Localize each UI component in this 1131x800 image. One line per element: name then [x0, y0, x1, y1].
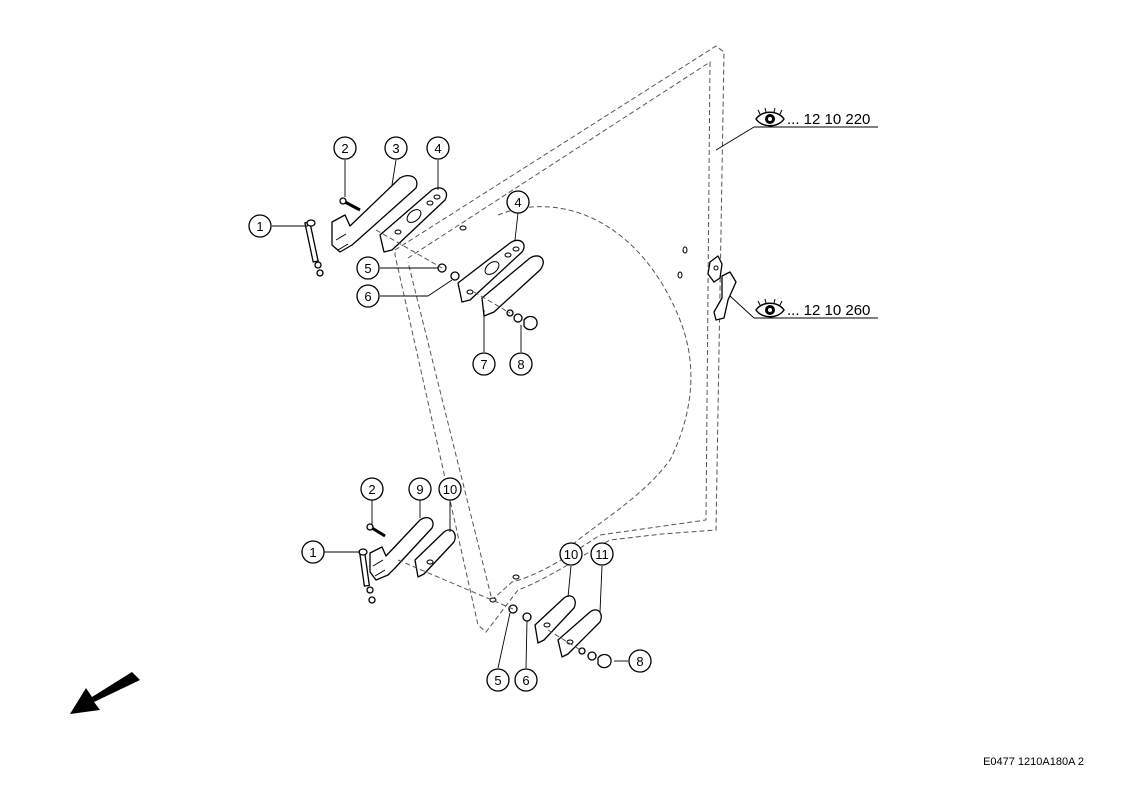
leader-lines: [272, 126, 878, 669]
callout: 4: [506, 190, 530, 214]
callout-number: 5: [494, 673, 501, 688]
callout-number: 7: [480, 357, 487, 372]
callout: 6: [514, 668, 538, 692]
door-latch-detail: [707, 255, 737, 321]
hinge-pin-upper: [304, 219, 324, 277]
arrow-down-left-icon: [70, 672, 140, 714]
plate-10-right: [534, 595, 576, 644]
callout: 2: [360, 477, 384, 501]
hinge-bracket-9: [369, 516, 434, 581]
callout-number: 2: [368, 482, 375, 497]
callout-number: 11: [595, 547, 609, 562]
callout: 3: [384, 136, 408, 160]
callout-number: 10: [443, 482, 457, 497]
callout-number: 8: [636, 654, 643, 669]
callout: 6: [356, 284, 380, 308]
callout-number: 6: [522, 673, 529, 688]
callout: 8: [509, 352, 533, 376]
callout-number: 9: [416, 482, 423, 497]
washer-6-lower: [522, 612, 532, 622]
callouts: 1 2 3 4 4 5 6 7 8 1 2 9 10 10 11 5 6 8: [248, 136, 652, 692]
callout: 9: [408, 477, 432, 501]
cross-reference-lower: ... 12 10 260: [755, 298, 870, 319]
screw-lower: [366, 523, 386, 538]
callout: 8: [628, 649, 652, 673]
plate-10-left: [414, 529, 456, 578]
callout-number: 4: [514, 195, 521, 210]
cross-reference-upper: ... 12 10 220: [755, 107, 870, 128]
callout: 1: [248, 214, 272, 238]
upper-hinge-assembly: [304, 174, 544, 331]
drawing-code: E0477 1210A180A 2: [983, 756, 1084, 768]
callout: 11: [590, 542, 614, 566]
washer-6-upper: [450, 271, 460, 281]
callout-number: 5: [364, 261, 371, 276]
callout-number: 2: [341, 141, 348, 156]
callout-number: 1: [309, 545, 316, 560]
eye-icon: [755, 107, 785, 127]
callout: 4: [426, 136, 450, 160]
callout: 5: [356, 256, 380, 280]
callout: 2: [333, 136, 357, 160]
callout-number: 8: [517, 357, 524, 372]
screw-upper: [339, 197, 361, 212]
bushing-5-lower: [508, 604, 518, 614]
callout-number: 6: [364, 289, 371, 304]
eye-icon: [755, 298, 785, 318]
callout: 1: [301, 540, 325, 564]
callout: 5: [486, 668, 510, 692]
callout-number: 10: [564, 547, 578, 562]
hinge-bracket-3: [331, 174, 418, 253]
callout: 7: [472, 352, 496, 376]
callout-number: 3: [392, 141, 399, 156]
outer-plate-7: [481, 255, 544, 317]
callout: 10: [438, 477, 462, 501]
lower-hinge-assembly: [358, 516, 612, 669]
door-glass-outline: [394, 45, 725, 633]
reference-text: ... 12 10 220: [787, 111, 870, 128]
hinge-pin-lower: [358, 548, 376, 604]
reference-text: ... 12 10 260: [787, 302, 870, 319]
callout-number: 4: [434, 141, 441, 156]
cap-nut-8-upper: [523, 315, 538, 331]
plate-11: [557, 609, 602, 658]
cap-nut-8-lower: [597, 653, 612, 669]
callout: 10: [559, 542, 583, 566]
callout-number: 1: [256, 219, 263, 234]
